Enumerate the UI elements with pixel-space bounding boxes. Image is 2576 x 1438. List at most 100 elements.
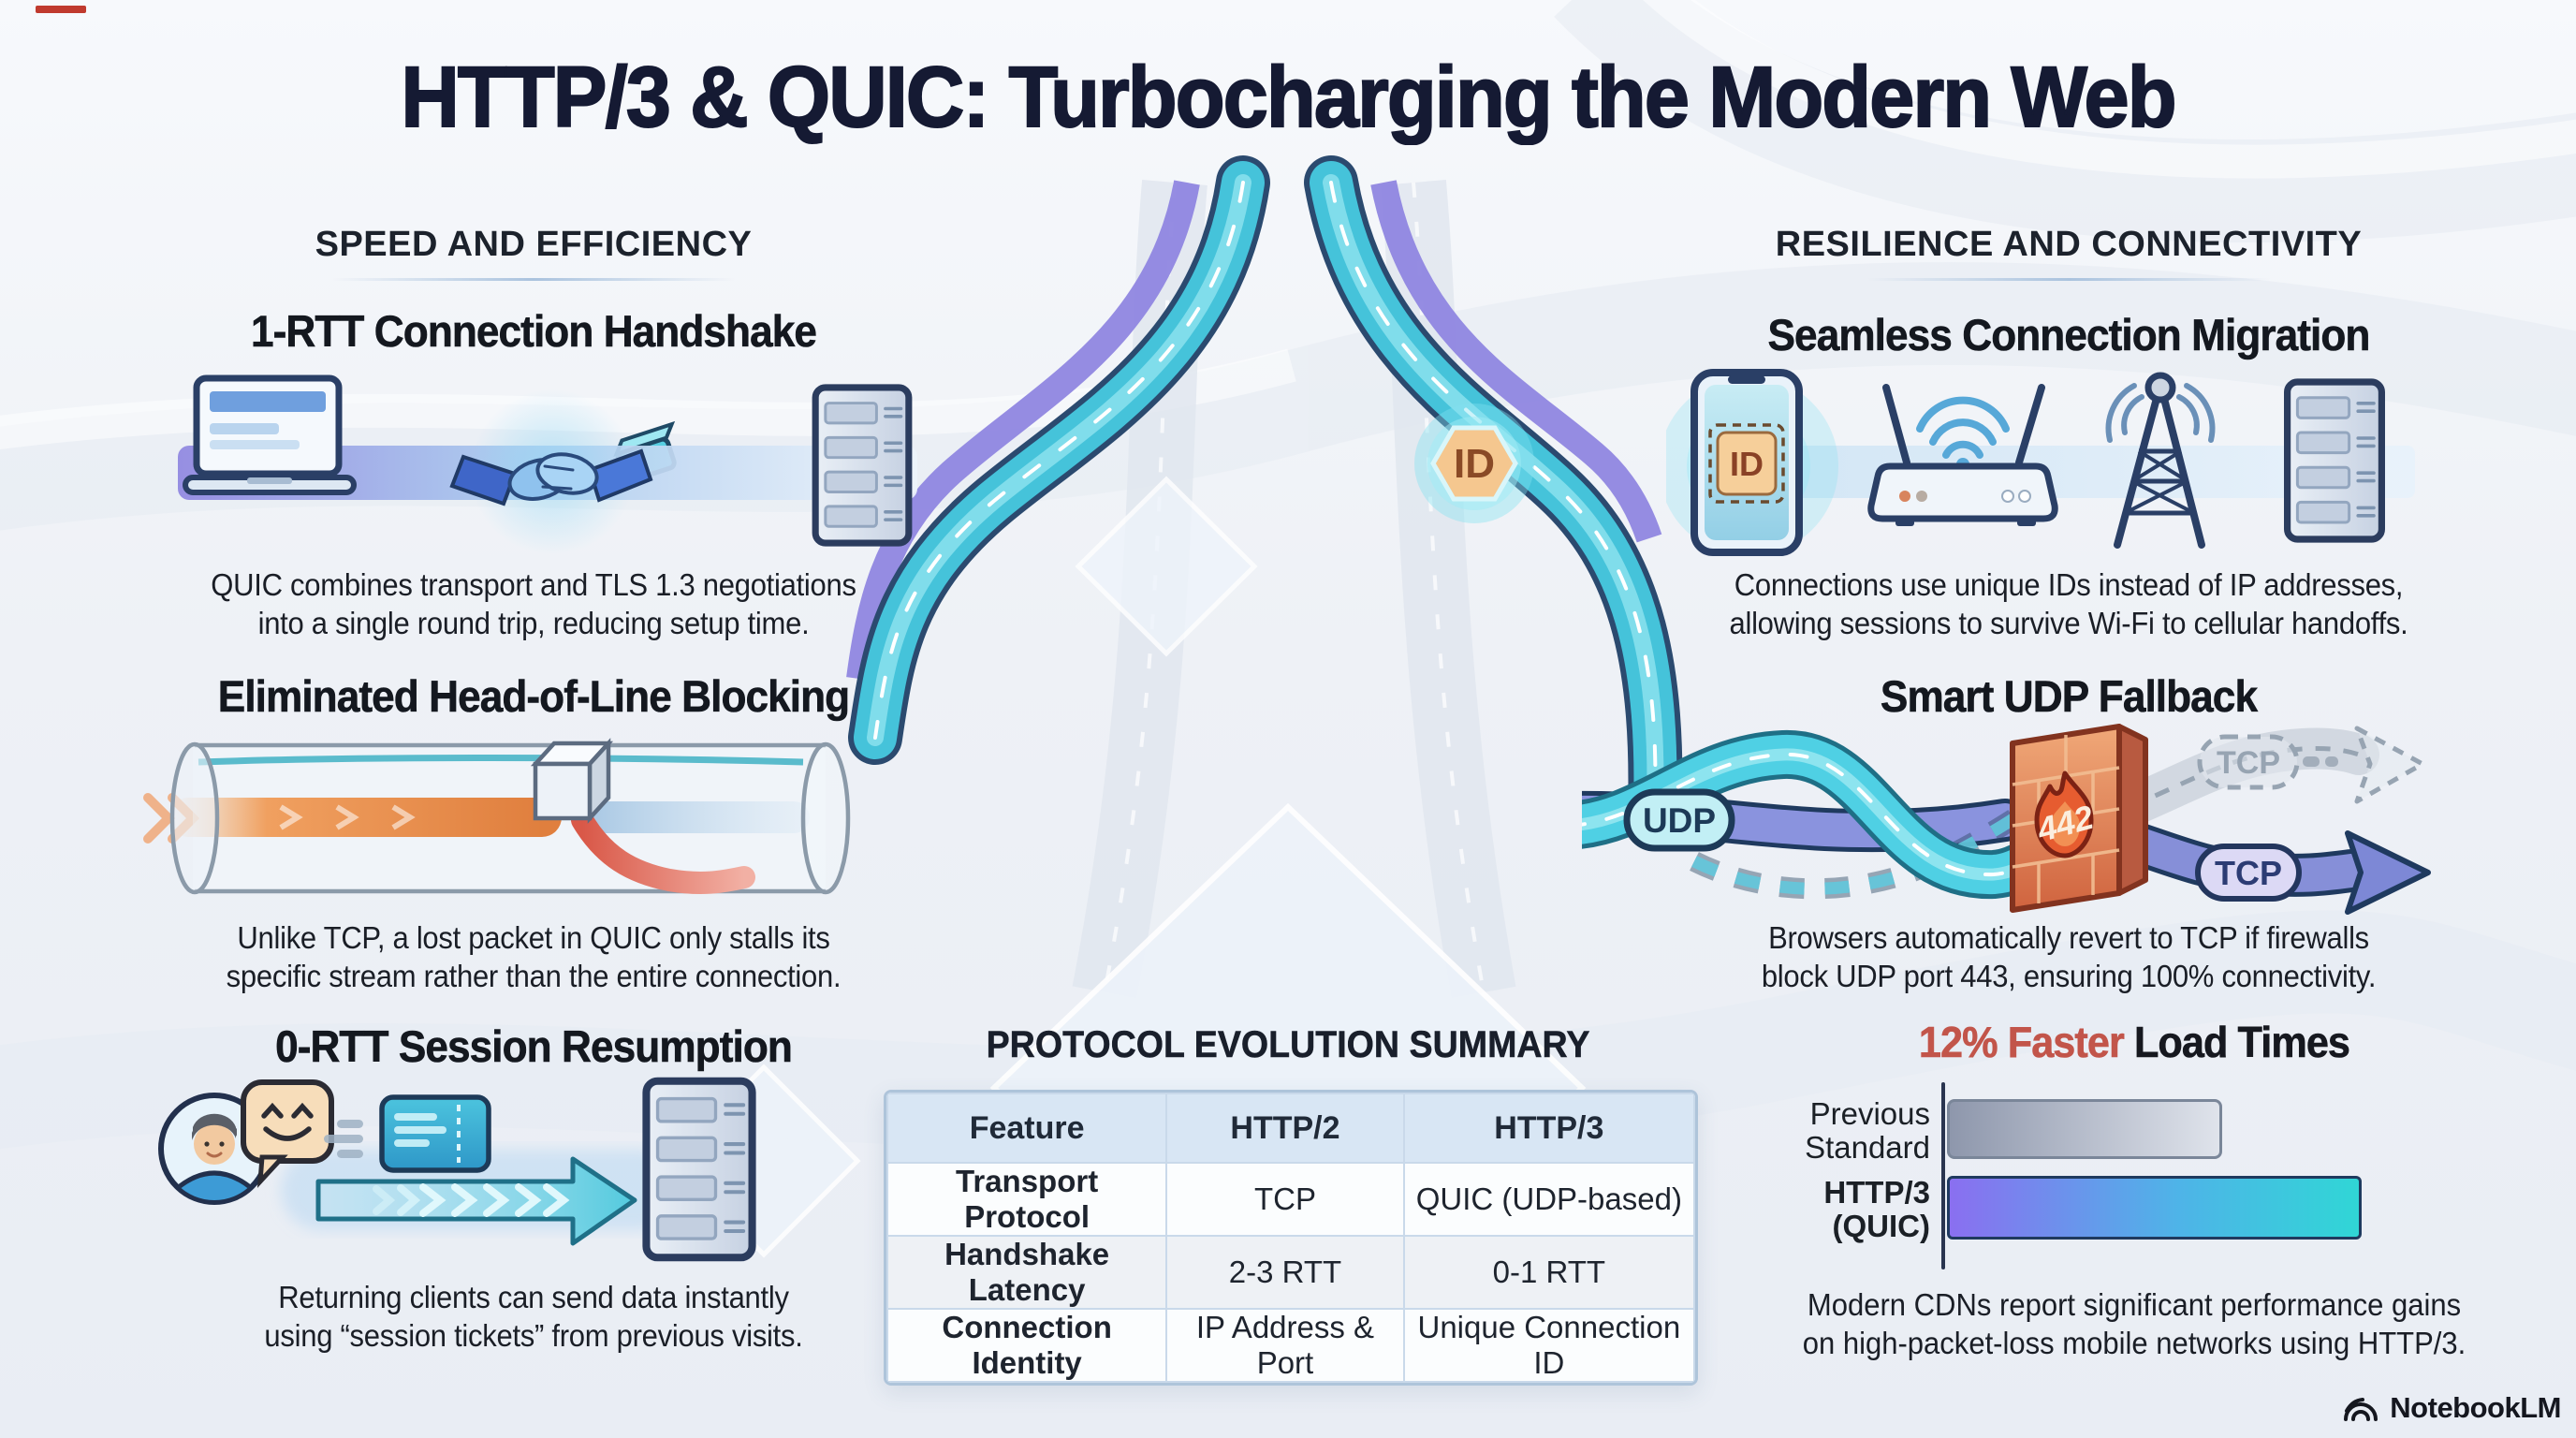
bar-label-previous: Previous Standard xyxy=(1741,1096,1930,1166)
laptop-icon xyxy=(183,374,357,495)
caption-load-line2: on high-packet-loss mobile networks usin… xyxy=(1802,1325,2466,1360)
load-times-heading-accent: 12% Faster xyxy=(1918,1018,2125,1067)
radio-waves-icon xyxy=(2105,383,2216,443)
heading-udp-fallback: Smart UDP Fallback xyxy=(1880,671,2259,722)
tcp-ghost-badge: TCP xyxy=(2197,734,2338,790)
load-times-bar-chart: Previous Standard HTTP/3 (QUIC) xyxy=(1741,1077,2462,1275)
caption-migration: Connections use unique IDs instead of IP… xyxy=(1673,566,2465,643)
server-icon xyxy=(815,388,909,543)
ticket-speed-lines xyxy=(324,1120,363,1158)
caption-hol-line1: Unlike TCP, a lost packet in QUIC only s… xyxy=(237,920,830,955)
connection-id-label: ID xyxy=(1454,441,1495,487)
caption-1rtt-line1: QUIC combines transport and TLS 1.3 nego… xyxy=(211,567,856,602)
server-icon xyxy=(2288,382,2382,539)
cell-latency-http2: 2-3 RTT xyxy=(1165,1235,1405,1310)
cell-transport-http2: TCP xyxy=(1165,1162,1405,1237)
caption-hol-line2: specific stream rather than the entire c… xyxy=(226,958,842,993)
caption-udp-line2: block UDP port 443, ensuring 100% connec… xyxy=(1761,958,2377,993)
chart-axis xyxy=(1941,1082,1945,1269)
pipe-illustration xyxy=(143,738,851,895)
teal-road-left-branch xyxy=(848,155,1270,765)
table-header-row: Feature HTTP/2 HTTP/3 xyxy=(886,1093,1695,1164)
tcp-fallback-label: TCP xyxy=(2215,854,2282,892)
udp-label: UDP xyxy=(1643,801,1716,840)
bar-label-http3-line2: (QUIC) xyxy=(1832,1209,1930,1244)
tcp-ghost-label: TCP xyxy=(2217,745,2280,781)
server-icon xyxy=(646,1081,752,1258)
notebooklm-logo-text: NotebookLM xyxy=(2390,1391,2561,1424)
cell-transport-feature: Transport Protocol xyxy=(886,1162,1168,1237)
right-column-header: RESILIENCE AND CONNECTIVITY xyxy=(1775,225,2363,264)
col-header-http3: HTTP/3 xyxy=(1402,1093,1695,1164)
pipe-left-ring xyxy=(169,741,220,895)
wifi-router-icon xyxy=(1867,384,2058,526)
caption-load-times: Modern CDNs report significant performan… xyxy=(1764,1286,2504,1363)
teal-road-right-branch xyxy=(1304,155,1683,840)
bar-label-http3: HTTP/3 (QUIC) xyxy=(1741,1175,1930,1244)
col-header-feature: Feature xyxy=(886,1093,1168,1164)
caption-1rtt: QUIC combines transport and TLS 1.3 nego… xyxy=(146,566,920,643)
caption-udp-fallback: Browsers automatically revert to TCP if … xyxy=(1673,919,2465,996)
protocol-summary-table: Feature HTTP/2 HTTP/3 Transport Protocol… xyxy=(884,1090,1698,1386)
ghost-arrowhead xyxy=(2354,726,2425,804)
resumption-illustration xyxy=(158,1067,833,1278)
orange-stream xyxy=(168,798,562,837)
bar-label-previous-line2: Standard xyxy=(1805,1130,1930,1166)
caption-migration-line2: allowing sessions to survive Wi-Fi to ce… xyxy=(1729,605,2408,640)
blocked-dashed-road xyxy=(1690,809,2020,900)
table-title: PROTOCOL EVOLUTION SUMMARY xyxy=(986,1024,1590,1066)
cube-packet-icon xyxy=(530,738,614,824)
phone-chip-label: ID xyxy=(1730,445,1764,483)
pipe-right-ring xyxy=(800,741,851,895)
handshake-icon xyxy=(449,448,653,506)
firewall-icon: 442 xyxy=(2010,724,2148,913)
col-header-http2: HTTP/2 xyxy=(1165,1093,1405,1164)
caption-hol: Unlike TCP, a lost packet in QUIC only s… xyxy=(146,919,920,996)
right-column-header-block: RESILIENCE AND CONNECTIVITY xyxy=(1647,225,2490,281)
smiley-chat-bubble-icon xyxy=(241,1079,334,1188)
notebooklm-icon xyxy=(2344,1398,2378,1421)
cell-identity-feature: Connection Identity xyxy=(886,1308,1168,1383)
caption-0rtt: Returning clients can send data instantl… xyxy=(146,1279,920,1356)
right-header-underline xyxy=(1867,278,2270,281)
cell-tower-icon xyxy=(2105,372,2216,549)
wifi-waves-icon xyxy=(1916,396,2010,459)
corner-red-mark xyxy=(36,6,86,13)
heading-0rtt-resumption: 0-RTT Session Resumption xyxy=(275,1021,793,1072)
table-row: Transport Protocol TCP QUIC (UDP-based) xyxy=(886,1162,1695,1237)
phone-with-id-icon: ID xyxy=(1690,369,1803,556)
table-row: Handshake Latency 2-3 RTT 0-1 RTT xyxy=(886,1235,1695,1310)
cell-transport-http3: QUIC (UDP-based) xyxy=(1402,1162,1695,1237)
bar-http3-quic xyxy=(1947,1176,2362,1240)
left-header-underline xyxy=(332,278,735,281)
fast-arrow-icon xyxy=(315,1156,637,1246)
cell-identity-http2: IP Address & Port xyxy=(1165,1308,1405,1383)
caption-load-line1: Modern CDNs report significant performan… xyxy=(1807,1287,2462,1322)
tcp-fallback-badge: TCP xyxy=(2195,844,2302,902)
lost-packet-stream xyxy=(571,809,755,894)
session-ticket-icon xyxy=(379,1094,491,1173)
flame-icon: 442 xyxy=(2032,770,2098,858)
heading-1rtt-handshake: 1-RTT Connection Handshake xyxy=(251,306,817,357)
page-title: HTTP/3 & QUIC: Turbocharging the Modern … xyxy=(400,49,2177,146)
migration-illustration: ID xyxy=(1666,369,2415,556)
bar-label-http3-line1: HTTP/3 xyxy=(1823,1175,1930,1210)
table-row: Connection Identity IP Address & Port Un… xyxy=(886,1308,1695,1383)
caption-1rtt-line2: into a single round trip, reducing setup… xyxy=(257,605,810,640)
bar-previous-standard xyxy=(1947,1099,2222,1159)
cell-identity-http3: Unique Connection ID xyxy=(1402,1308,1695,1383)
load-times-heading: 12% Faster Load Times xyxy=(1764,1017,2504,1067)
bar-label-previous-line1: Previous xyxy=(1809,1096,1930,1131)
left-column-header-block: SPEED AND EFFICIENCY xyxy=(122,225,945,281)
notebooklm-branding: NotebookLM xyxy=(2341,1391,2561,1425)
caption-0rtt-line1: Returning clients can send data instantl… xyxy=(278,1280,789,1314)
left-column-header: SPEED AND EFFICIENCY xyxy=(315,225,753,264)
caption-0rtt-line2: using “session tickets” from previous vi… xyxy=(264,1317,803,1353)
handshake-illustration xyxy=(178,374,917,554)
load-times-block: 12% Faster Load Times Previous Standard … xyxy=(1741,1017,2527,1363)
heading-hol-blocking: Eliminated Head-of-Line Blocking xyxy=(217,671,851,722)
cell-latency-feature: Handshake Latency xyxy=(886,1235,1168,1310)
load-times-heading-rest: Load Times xyxy=(2123,1018,2351,1067)
heading-connection-migration: Seamless Connection Migration xyxy=(1767,310,2370,360)
